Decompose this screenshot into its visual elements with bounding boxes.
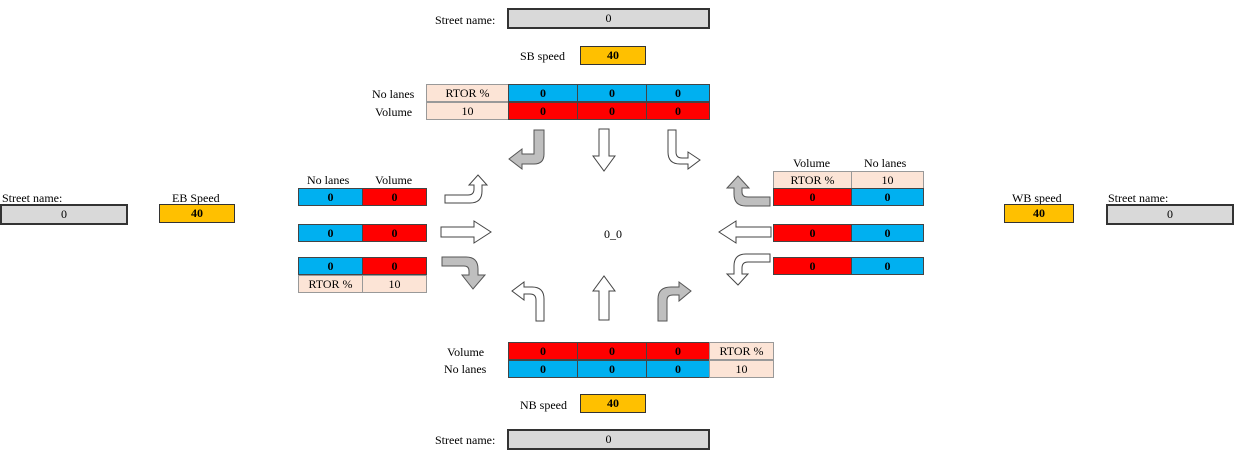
east-lanes-left[interactable]: 0 [851, 257, 924, 275]
west-street-input[interactable]: 0 [0, 204, 128, 225]
east-lanes-through[interactable]: 0 [851, 224, 924, 242]
south-volume-left[interactable]: 0 [646, 342, 710, 360]
north-lanes-label: No lanes [372, 87, 415, 101]
nb-left-turn-arrow-icon [510, 280, 548, 322]
east-lanes-right[interactable]: 0 [851, 188, 924, 206]
north-street-label: Street name: [435, 13, 496, 27]
west-volume-through[interactable]: 0 [362, 224, 427, 242]
east-street-input[interactable]: 0 [1106, 204, 1234, 225]
north-speed-input[interactable]: 40 [580, 46, 646, 65]
west-rtor-input[interactable]: 10 [362, 275, 427, 293]
east-volume-through[interactable]: 0 [773, 224, 852, 242]
south-speed-label: NB speed [520, 398, 567, 412]
sb-left-turn-arrow-icon [666, 128, 702, 170]
west-volume-left[interactable]: 0 [362, 188, 427, 206]
east-volume-right[interactable]: 0 [773, 188, 852, 206]
east-volume-left[interactable]: 0 [773, 257, 852, 275]
south-lanes-left[interactable]: 0 [646, 360, 710, 378]
nb-right-turn-arrow-icon [655, 280, 693, 322]
east-rtor-label: RTOR % [773, 171, 852, 189]
eb-right-turn-arrow-icon [440, 255, 488, 291]
south-lanes-label: No lanes [444, 362, 487, 376]
south-volume-label: Volume [447, 345, 485, 359]
eb-left-turn-arrow-icon [444, 174, 490, 206]
south-lanes-through[interactable]: 0 [577, 360, 647, 378]
west-lanes-right[interactable]: 0 [298, 257, 363, 275]
west-volume-right[interactable]: 0 [362, 257, 427, 275]
south-street-label: Street name: [435, 433, 496, 447]
north-lanes-right[interactable]: 0 [646, 84, 710, 102]
east-rtor-input[interactable]: 10 [851, 171, 924, 189]
south-lanes-right[interactable]: 0 [508, 360, 578, 378]
south-speed-input[interactable]: 40 [580, 394, 646, 413]
east-speed-input[interactable]: 40 [1004, 204, 1074, 223]
wb-left-turn-arrow-icon [724, 252, 772, 286]
west-volume-label: Volume [375, 173, 413, 187]
north-lanes-left[interactable]: 0 [508, 84, 578, 102]
north-speed-label: SB speed [520, 49, 565, 63]
wb-right-turn-arrow-icon [724, 175, 772, 209]
north-volume-left[interactable]: 0 [508, 102, 578, 120]
west-lanes-label: No lanes [307, 173, 350, 187]
north-street-input[interactable]: 0 [507, 8, 710, 29]
west-lanes-through[interactable]: 0 [298, 224, 363, 242]
south-volume-right[interactable]: 0 [508, 342, 578, 360]
north-rtor-label: RTOR % [426, 84, 509, 102]
south-street-input[interactable]: 0 [507, 429, 710, 450]
south-rtor-input[interactable]: 10 [709, 360, 774, 378]
west-rtor-label: RTOR % [298, 275, 363, 293]
south-rtor-label: RTOR % [709, 342, 774, 360]
north-volume-through[interactable]: 0 [577, 102, 647, 120]
east-lanes-label: No lanes [864, 156, 907, 170]
nb-through-arrow-icon [592, 275, 616, 321]
west-street-label: Street name: [2, 191, 63, 205]
west-lanes-left[interactable]: 0 [298, 188, 363, 206]
west-speed-input[interactable]: 40 [159, 204, 235, 223]
west-speed-label: EB Speed [172, 191, 220, 205]
eb-through-arrow-icon [440, 220, 492, 244]
east-street-label: Street name: [1108, 191, 1169, 205]
intersection-id: 0_0 [604, 227, 622, 241]
sb-right-turn-arrow-icon [506, 128, 546, 170]
sb-through-arrow-icon [592, 128, 616, 172]
north-volume-right[interactable]: 0 [646, 102, 710, 120]
north-rtor-input[interactable]: 10 [426, 102, 509, 120]
north-volume-label: Volume [375, 105, 413, 119]
east-volume-label: Volume [793, 156, 831, 170]
north-lanes-through[interactable]: 0 [577, 84, 647, 102]
east-speed-label: WB speed [1012, 191, 1062, 205]
south-volume-through[interactable]: 0 [577, 342, 647, 360]
wb-through-arrow-icon [718, 220, 772, 244]
